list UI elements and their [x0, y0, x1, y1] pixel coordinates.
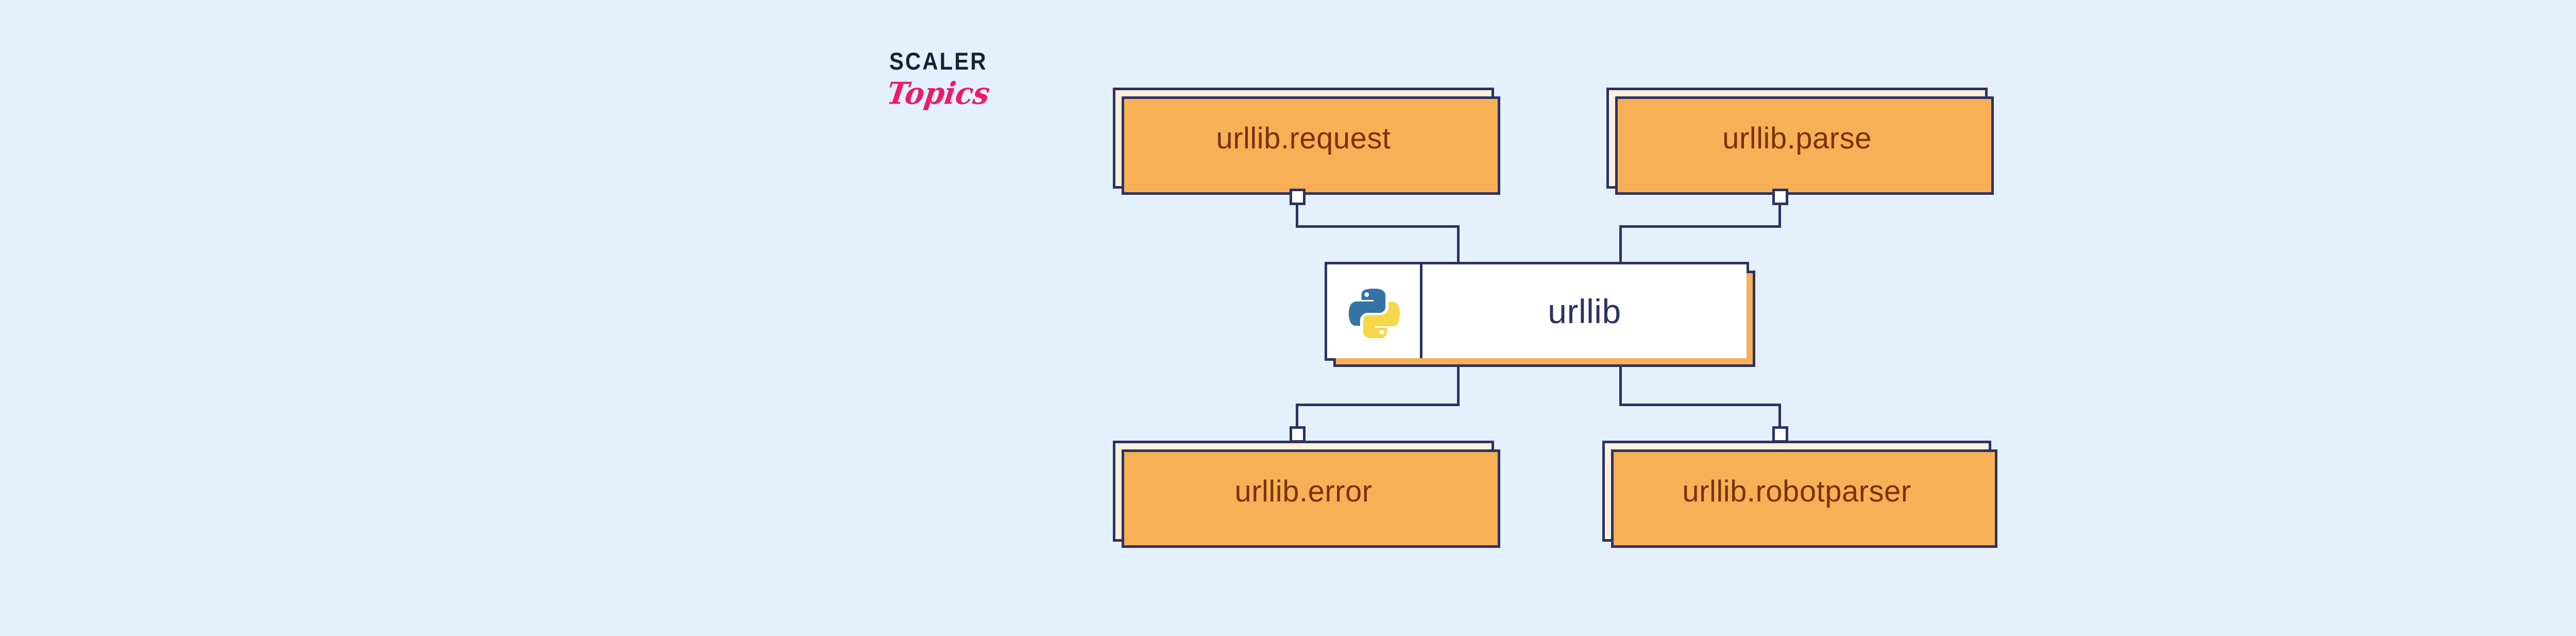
node-urllib-parse[interactable]: urllib.parse [1606, 88, 1994, 195]
node-label-urllib-robotparser: urllib.robotparser [1682, 474, 1911, 508]
connector-node-request [1290, 189, 1306, 205]
connector-parse-horizontal [1619, 225, 1781, 228]
connector-error-horizontal [1296, 404, 1460, 406]
scaler-topics-logo: SCALER Topics [885, 47, 1023, 127]
python-logo-icon [1327, 264, 1422, 358]
connector-robotparser-vertical-a [1619, 361, 1622, 405]
connector-node-error [1290, 426, 1306, 443]
brand-wordmark: SCALER [889, 47, 988, 75]
node-urllib-root[interactable]: urllib [1325, 262, 1755, 367]
node-label-urllib-parse: urllib.parse [1722, 121, 1872, 155]
node-urllib-request[interactable]: urllib.request [1113, 88, 1500, 195]
node-urllib-robotparser[interactable]: urllib.robotparser [1602, 441, 1997, 548]
connector-request-vertical-a [1296, 204, 1298, 228]
node-label-urllib-error: urllib.error [1234, 474, 1372, 508]
connector-robotparser-vertical-b [1778, 404, 1781, 430]
connector-node-robotparser [1772, 426, 1788, 443]
connector-error-vertical-a [1457, 361, 1460, 405]
node-urllib-error[interactable]: urllib.error [1113, 441, 1500, 548]
connector-parse-vertical-a [1778, 204, 1781, 228]
connector-request-horizontal [1296, 225, 1460, 228]
connector-error-vertical-b [1296, 404, 1298, 430]
node-root-label-cell: urllib [1422, 264, 1747, 358]
connector-robotparser-horizontal [1619, 404, 1781, 406]
connector-node-parse [1772, 189, 1788, 205]
connector-request-vertical-b [1457, 225, 1460, 264]
connector-parse-vertical-b [1619, 225, 1622, 264]
node-label-urllib-request: urllib.request [1216, 121, 1391, 155]
brand-script: Topics [884, 75, 992, 112]
node-label-urllib-root: urllib [1548, 292, 1621, 330]
